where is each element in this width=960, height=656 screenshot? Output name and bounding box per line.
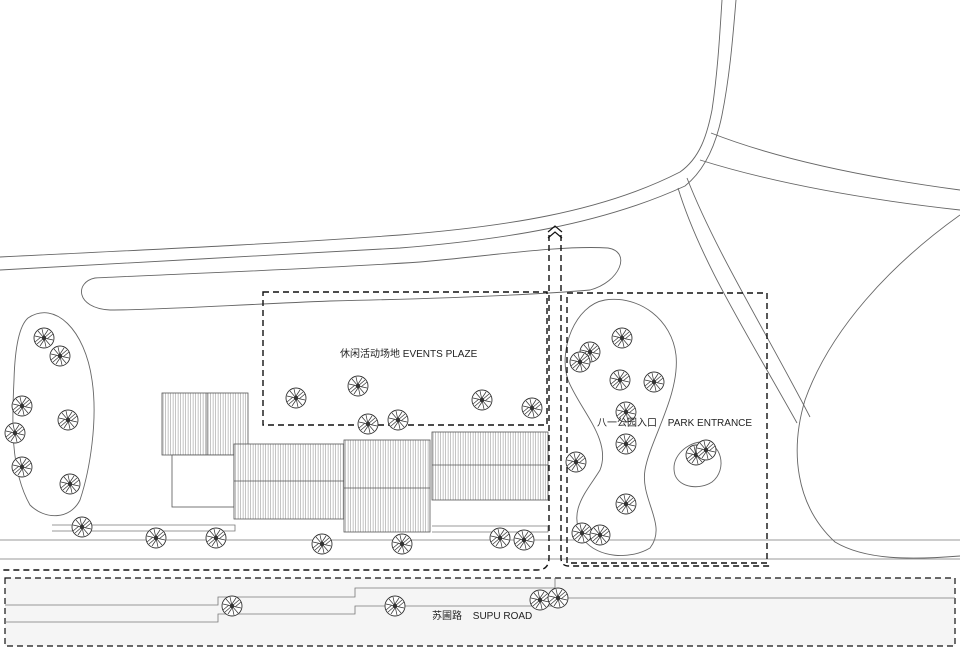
curved-roads <box>0 0 960 559</box>
east-green-island <box>564 298 677 556</box>
tree-icon <box>529 589 551 611</box>
supu-road-label-en: SUPU ROAD <box>472 611 533 622</box>
chevron-marker-icon <box>547 225 563 239</box>
building-b <box>171 454 235 508</box>
tree-island <box>673 441 722 488</box>
events-plaza-zone <box>262 291 548 426</box>
road-loop <box>81 247 622 311</box>
park-entrance-label-cn: 八一公园入口 <box>597 418 657 429</box>
events-plaza-label-en: EVENTS PLAZE <box>402 349 478 360</box>
tree-icon <box>71 516 93 538</box>
events-plaza-label: 休闲活动场地 EVENTS PLAZE <box>340 349 477 361</box>
tree-icon <box>609 369 631 391</box>
supu-road-label-cn: 苏圃路 <box>432 611 462 622</box>
park-entrance-label-en: PARK ENTRANCE <box>667 418 753 429</box>
supu-road-band <box>4 577 956 647</box>
tree-icon <box>57 409 79 431</box>
events-plaza-label-cn: 休闲活动场地 <box>340 349 400 360</box>
building-c <box>233 443 345 520</box>
tree-icon <box>11 456 33 478</box>
buildings <box>161 392 549 533</box>
tree-icon <box>571 522 593 544</box>
tree-icon <box>145 527 167 549</box>
tree-icon <box>489 527 511 549</box>
tree-icon <box>615 493 637 515</box>
park-entrance-label: 八一公园入口 PARK ENTRANCE <box>597 418 752 430</box>
building-e <box>431 431 549 501</box>
tree-icon <box>33 327 55 349</box>
tree-icon <box>615 433 637 455</box>
tree-icon <box>471 389 493 411</box>
tree-icon <box>285 387 307 409</box>
tree-icon <box>387 409 409 431</box>
tree-icon <box>221 595 243 617</box>
access-path-outline <box>0 235 550 571</box>
tree-icon <box>513 529 535 551</box>
tree-icon <box>521 397 543 419</box>
tree-icon <box>357 413 379 435</box>
tree-icon <box>547 587 569 609</box>
tree-icon <box>205 527 227 549</box>
tree-icon <box>311 533 333 555</box>
tree-icon <box>347 375 369 397</box>
tree-icon <box>611 327 633 349</box>
tree-icon <box>565 451 587 473</box>
tree-icon <box>384 595 406 617</box>
tree-icon <box>49 345 71 367</box>
building-d <box>343 439 431 533</box>
supu-road-label: 苏圃路 SUPU ROAD <box>432 611 532 623</box>
tree-icon <box>11 395 33 417</box>
tree-icon <box>569 351 591 373</box>
tree-icon <box>59 473 81 495</box>
street-lines <box>0 524 960 560</box>
tree-icon <box>695 439 717 461</box>
west-green-island <box>12 312 95 517</box>
tree-icon <box>4 422 26 444</box>
tree-icon <box>643 371 665 393</box>
tree-icon <box>391 533 413 555</box>
dashed-zones <box>0 235 770 571</box>
park-entrance-zone <box>566 292 768 564</box>
tree-icon <box>589 524 611 546</box>
